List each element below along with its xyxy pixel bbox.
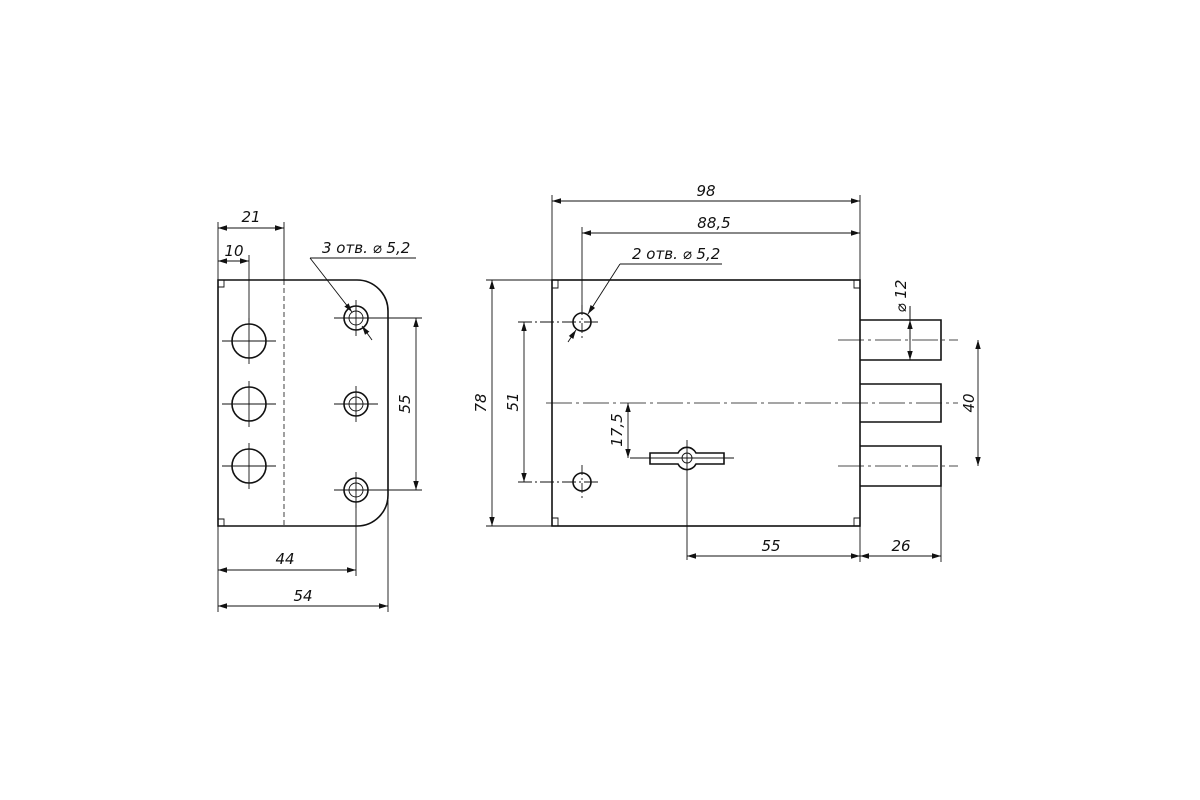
front-corner-notch-tr — [853, 280, 860, 289]
dim-98-label: 98 — [696, 182, 715, 200]
dim-26-label: 26 — [891, 537, 910, 555]
side-view: 21 10 3 отв. ⌀ 5,2 55 44 — [217, 208, 422, 612]
dim-51-label: 51 — [504, 392, 522, 411]
dim-21-label: 21 — [241, 208, 260, 226]
dim-dia-12-label: ⌀ 12 — [892, 280, 910, 313]
dim-88-5: 88,5 — [581, 214, 860, 312]
note-2-holes-label: 2 отв. ⌀ 5,2 — [632, 245, 720, 263]
dim-55-vertical: 55 — [370, 317, 422, 491]
dim-10-label: 10 — [224, 242, 243, 260]
side-plate-outline — [217, 279, 389, 527]
dim-40-label: 40 — [960, 393, 978, 412]
dim-44: 44 — [217, 502, 357, 612]
dim-dia-12: ⌀ 12 — [892, 280, 913, 360]
dim-17-5: 17,5 — [608, 403, 631, 458]
front-corner-notch-tl — [552, 280, 559, 289]
dim-40: 40 — [960, 340, 981, 466]
bolt-circle-3 — [222, 443, 276, 489]
dim-44-label: 44 — [275, 550, 294, 568]
dim-98: 98 — [551, 182, 861, 280]
front-corner-notch-br — [853, 517, 860, 526]
bolt-top — [838, 319, 958, 361]
dim-55-bottom: 55 — [687, 526, 861, 562]
mount-hole-2 — [334, 386, 378, 422]
dim-55-vertical-label: 55 — [396, 394, 414, 413]
key-slot — [630, 440, 734, 560]
note-3-holes-label: 3 отв. ⌀ 5,2 — [322, 239, 410, 257]
dim-26: 26 — [860, 486, 942, 562]
dim-54-label: 54 — [293, 587, 312, 605]
front-corner-notch-bl — [552, 517, 559, 526]
bolt-middle — [860, 383, 942, 423]
note-3-holes: 3 отв. ⌀ 5,2 — [309, 239, 416, 341]
note-2-holes: 2 отв. ⌀ 5,2 — [567, 245, 722, 343]
bolt-circle-1 — [222, 318, 276, 364]
side-corner-notch-top — [218, 280, 225, 288]
dim-54: 54 — [218, 500, 389, 612]
front-mount-hole-bottom — [518, 465, 600, 499]
front-view: 98 88,5 2 отв. ⌀ 5,2 78 51 — [472, 182, 981, 562]
side-corner-notch-bottom — [218, 518, 225, 526]
bolt-circle-2 — [222, 381, 276, 427]
dim-21: 21 — [217, 208, 285, 280]
dim-55-bottom-label: 55 — [761, 537, 780, 555]
front-mount-hole-top — [518, 305, 600, 339]
dim-78: 78 — [472, 279, 552, 527]
mount-hole-1 — [334, 300, 378, 336]
dim-51: 51 — [504, 322, 527, 482]
dim-78-label: 78 — [472, 393, 490, 412]
dim-88-5-label: 88,5 — [697, 214, 730, 232]
bolt-bottom — [838, 445, 958, 487]
dim-17-5-label: 17,5 — [608, 413, 626, 446]
dim-10: 10 — [218, 242, 250, 322]
